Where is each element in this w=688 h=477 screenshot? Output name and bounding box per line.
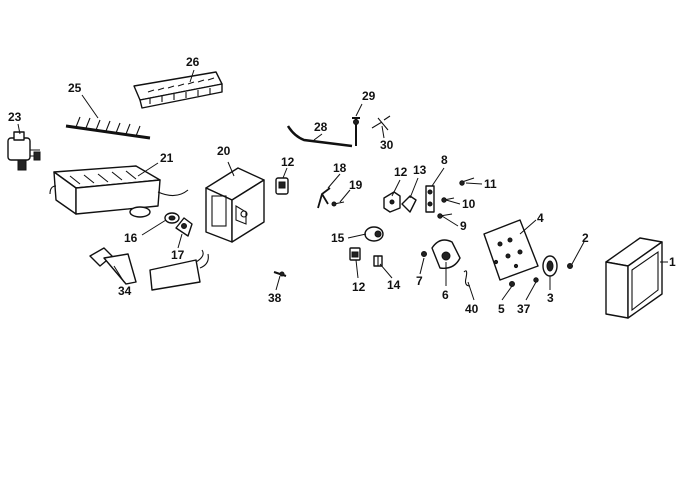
callout-12-middle: 12 bbox=[394, 165, 408, 179]
callout-23: 23 bbox=[8, 110, 22, 124]
callout-7: 7 bbox=[416, 274, 423, 288]
callout-5: 5 bbox=[498, 302, 505, 316]
wiring-harness bbox=[149, 249, 209, 291]
part-23-valve bbox=[7, 131, 41, 171]
part-20-housing bbox=[205, 167, 265, 243]
callout-40: 40 bbox=[465, 302, 479, 316]
callout-15: 15 bbox=[331, 231, 345, 245]
part-19-screw bbox=[331, 201, 345, 207]
part-40-spring bbox=[463, 270, 471, 287]
part-18-lever bbox=[317, 187, 331, 209]
part-6-cam bbox=[431, 239, 461, 269]
callout-38: 38 bbox=[268, 291, 282, 305]
part-3-gear bbox=[542, 255, 558, 277]
callout-18: 18 bbox=[333, 161, 347, 175]
part-5-screw bbox=[509, 281, 515, 287]
callout-16: 16 bbox=[124, 231, 138, 245]
part-26-stripper bbox=[133, 71, 223, 109]
part-7-pin bbox=[421, 251, 427, 257]
part-4-mounting-plate bbox=[483, 219, 539, 281]
callout-9: 9 bbox=[460, 219, 467, 233]
callout-30: 30 bbox=[380, 138, 394, 152]
part-11-screw bbox=[459, 177, 475, 186]
part-1-front-cover bbox=[605, 237, 663, 319]
part-14-connector bbox=[373, 255, 383, 267]
callout-12-upper: 12 bbox=[281, 155, 295, 169]
callout-21: 21 bbox=[160, 151, 174, 165]
part-15-motor bbox=[364, 226, 384, 242]
part-30-screw bbox=[371, 115, 391, 131]
part-8-contact bbox=[425, 185, 435, 213]
part-13-thermostat bbox=[401, 195, 417, 213]
part-12-switch-lower bbox=[349, 247, 361, 261]
callout-4: 4 bbox=[537, 211, 544, 225]
part-28-feeler-arm bbox=[286, 125, 353, 148]
callout-14: 14 bbox=[387, 278, 401, 292]
leader-lines bbox=[17, 69, 668, 301]
callout-3: 3 bbox=[547, 291, 554, 305]
callout-12-lower: 12 bbox=[352, 280, 366, 294]
callout-29: 29 bbox=[362, 89, 376, 103]
callout-37: 37 bbox=[517, 302, 531, 316]
part-21-ice-mold bbox=[49, 165, 189, 218]
callout-6: 6 bbox=[442, 288, 449, 302]
part-25-ejector bbox=[65, 116, 151, 140]
callout-20: 20 bbox=[217, 144, 231, 158]
callout-8: 8 bbox=[441, 153, 448, 167]
callout-34: 34 bbox=[118, 284, 132, 298]
part-2-screw bbox=[567, 263, 573, 269]
callout-13: 13 bbox=[413, 163, 427, 177]
part-29-bracket bbox=[352, 117, 360, 146]
callout-2: 2 bbox=[582, 231, 589, 245]
callout-28: 28 bbox=[314, 120, 328, 134]
part-34-fill-tube bbox=[89, 247, 137, 285]
part-17-coupler bbox=[175, 217, 193, 237]
callout-19: 19 bbox=[349, 178, 363, 192]
part-12-switch-upper bbox=[275, 177, 289, 195]
callout-25: 25 bbox=[68, 81, 82, 95]
callout-10: 10 bbox=[462, 197, 476, 211]
part-37-screw bbox=[533, 277, 539, 283]
callout-17: 17 bbox=[171, 248, 185, 262]
callout-labels: 26 25 23 21 20 12 28 29 30 18 19 16 17 1… bbox=[8, 55, 676, 316]
callout-11: 11 bbox=[484, 177, 497, 191]
part-16-bearing bbox=[164, 212, 180, 224]
callout-26: 26 bbox=[186, 55, 200, 69]
callout-1: 1 bbox=[669, 255, 676, 269]
part-38-screw bbox=[273, 271, 287, 277]
